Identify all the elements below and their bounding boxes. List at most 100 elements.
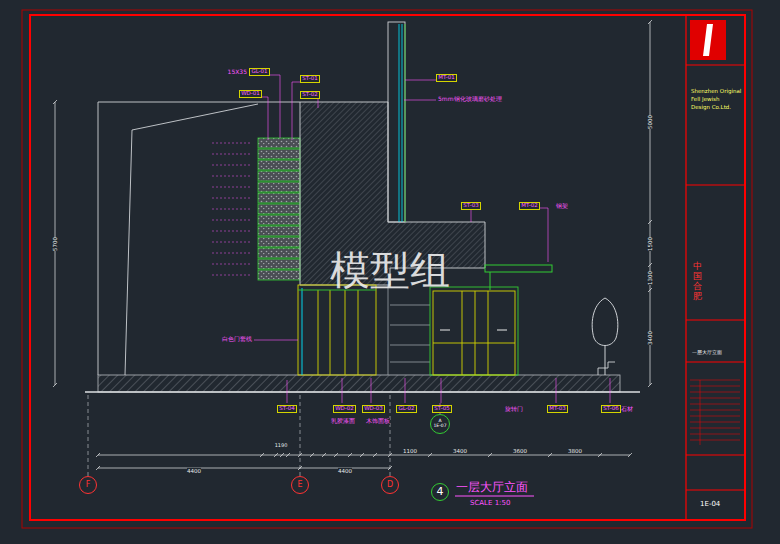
tag-code: ST-05	[434, 406, 449, 412]
title-block	[686, 184, 745, 185]
title-block	[700, 380, 701, 445]
material-tag: ST-02	[300, 91, 320, 99]
leader-lines	[258, 97, 268, 140]
material-tag: MT-02	[519, 202, 540, 210]
sheet-frame	[22, 10, 752, 528]
stone-steps	[212, 176, 250, 177]
tall-column	[405, 24, 406, 222]
title-block	[690, 380, 740, 381]
material-tag: MT-03	[547, 405, 568, 413]
tag-code: GL-01	[251, 69, 267, 75]
left-doors	[345, 290, 346, 375]
leader-lines	[254, 340, 298, 341]
drawing-scale: SCALE 1:50	[470, 499, 510, 507]
tag-code: WD-03	[364, 406, 383, 412]
leader-lines	[556, 378, 557, 403]
stone-steps	[212, 165, 250, 166]
material-tag: ST-06	[601, 405, 621, 413]
leader-lines	[342, 378, 343, 403]
title-block	[690, 428, 740, 429]
leader-lines	[405, 378, 406, 403]
dimension: 3800	[568, 448, 582, 454]
left-doors	[298, 285, 376, 375]
dimension-lines	[96, 466, 100, 470]
grid-bubble: E	[291, 476, 309, 494]
title-block	[686, 64, 745, 65]
stone-steps	[212, 143, 250, 144]
company-name: Design Co.Ltd.	[691, 104, 731, 110]
material-tag: WD-02	[333, 405, 356, 413]
bubble-label: 4	[437, 486, 444, 498]
tag-code: ST-03	[463, 203, 478, 209]
title-block	[690, 20, 726, 60]
sheet-number: 1E-04	[700, 500, 720, 508]
material-note: 15X35	[228, 69, 247, 76]
stone-steps	[212, 242, 250, 243]
title-block	[686, 361, 745, 362]
bubble-label: F	[86, 481, 91, 489]
tall-column	[388, 22, 405, 222]
tag-code: MT-02	[521, 203, 538, 209]
material-note: 木饰面板	[366, 418, 390, 425]
dimension: 1300	[647, 271, 653, 285]
revolving-door	[475, 291, 476, 375]
middle-panel	[390, 325, 430, 326]
tag-code: MT-01	[438, 75, 455, 81]
material-note: 钢架	[556, 203, 568, 210]
title-block	[690, 416, 740, 417]
material-note: 白色门套线	[222, 336, 252, 343]
company-name: Fell Jewish	[691, 96, 719, 102]
revolving-door	[433, 291, 515, 375]
tree	[605, 346, 606, 375]
dimension-lines	[548, 453, 552, 457]
dimension-lines	[598, 453, 602, 457]
canopy	[485, 265, 552, 290]
left-wall-outline	[98, 102, 300, 375]
title-block	[690, 398, 740, 399]
sheet-frame	[30, 15, 745, 520]
floor-slab	[98, 375, 620, 392]
tag-code: WD-02	[335, 406, 354, 412]
material-note: 5mm钢化玻璃磨砂处理	[438, 96, 502, 103]
revolving-door	[440, 330, 450, 331]
stone-steps	[258, 138, 300, 148]
stone-steps	[212, 209, 250, 210]
dimension-lines	[334, 453, 338, 457]
dimension-lines	[280, 453, 284, 457]
dimension-lines	[53, 383, 57, 387]
revolving-door	[430, 287, 518, 375]
tag-code: MT-03	[549, 406, 566, 412]
material-tag: ST-04	[277, 405, 297, 413]
dimension-lines	[53, 20, 652, 470]
revolving-door	[497, 330, 507, 331]
stone-steps	[212, 220, 250, 221]
leader-lines	[292, 82, 300, 140]
project-location: 中国 合肥	[693, 262, 702, 302]
title-block	[686, 15, 745, 520]
dimension-lines	[348, 453, 352, 457]
drawing-number: 4	[431, 483, 449, 501]
leader-lines	[371, 378, 372, 403]
dimension-lines	[373, 453, 377, 457]
dimension-lines	[648, 383, 652, 387]
title-underline	[455, 496, 534, 497]
leader-lines	[404, 100, 436, 101]
dimension: 3400	[453, 448, 467, 454]
dimension-lines	[286, 453, 290, 457]
middle-panel	[390, 345, 430, 346]
tag-code: ST-01	[302, 76, 317, 82]
dimension: 3600	[513, 448, 527, 454]
leader-lines	[318, 98, 319, 108]
stone-steps	[258, 215, 300, 225]
dimension: 4400	[338, 468, 352, 474]
left-doors	[358, 290, 359, 375]
grid-lines	[300, 395, 301, 476]
material-tag: ST-01	[300, 75, 320, 83]
dimension-lines	[488, 453, 492, 457]
title-block	[690, 392, 740, 393]
material-note: 石材	[621, 406, 633, 413]
material-tag: MT-01	[436, 74, 457, 82]
left-wall-outline	[98, 102, 300, 375]
dimension-lines	[648, 263, 652, 267]
leader-lines	[254, 75, 610, 415]
